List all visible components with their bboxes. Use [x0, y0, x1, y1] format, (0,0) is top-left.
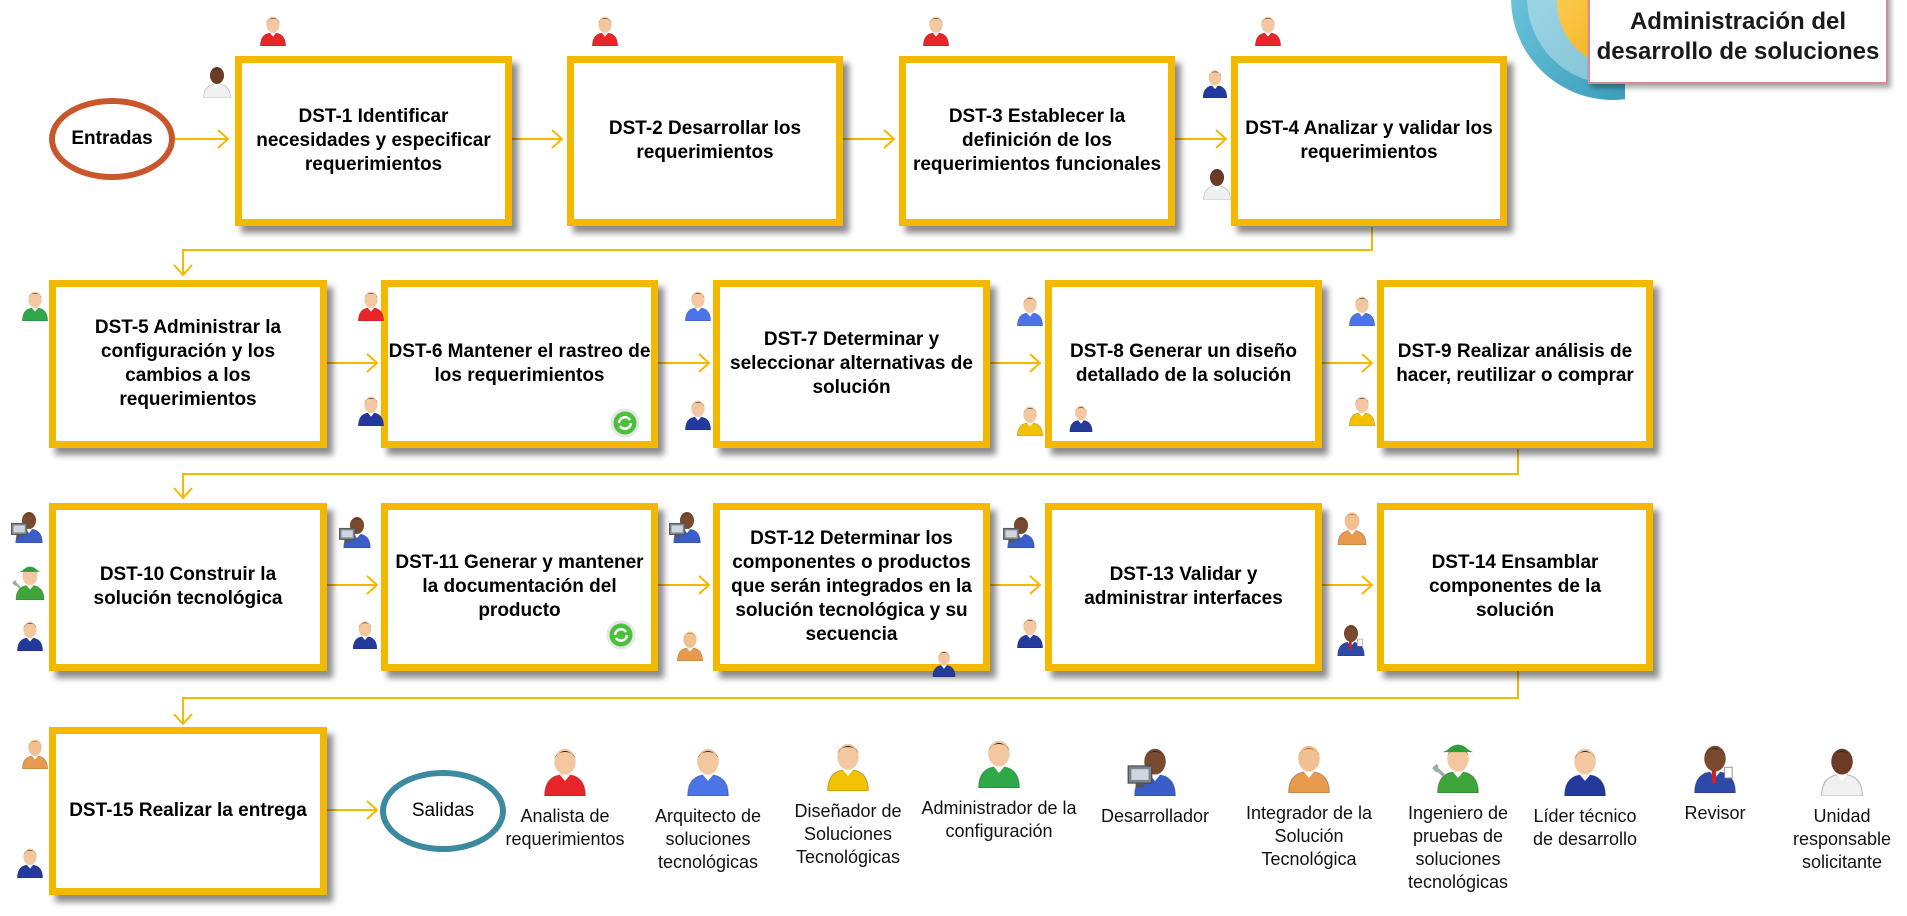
test-engineer-icon — [10, 560, 50, 605]
architect-icon — [1344, 290, 1380, 331]
developer-icon — [10, 505, 48, 548]
legend-item-integrador: Integrador de la Solución Tecnológica — [1228, 735, 1390, 871]
step-label: DST-11 Generar y mantener la documentaci… — [395, 551, 644, 622]
legend-item-revisor: Revisor — [1660, 735, 1770, 825]
analyst-icon — [587, 10, 623, 51]
legend-label: Ingeniero de pruebas de soluciones tecno… — [1407, 803, 1509, 893]
analyst-icon — [1250, 10, 1286, 51]
step-dst-14: DST-14 Ensamblar componentes de la soluc… — [1377, 503, 1653, 671]
step-label: DST-12 Determinar los componentes o prod… — [731, 527, 972, 646]
tech-lead-icon — [1012, 612, 1048, 653]
tech-lead-icon — [680, 394, 716, 435]
step-label: DST-8 Generar un diseño detallado de la … — [1070, 340, 1297, 386]
tech-lead-icon — [12, 615, 48, 656]
legend-label: Unidad responsable solicitante — [1792, 806, 1892, 873]
step-label: DST-6 Mantener el rastreo de los requeri… — [388, 340, 651, 386]
legend-item-administrador: Administrador de la configuración — [918, 730, 1080, 843]
step-dst-10: DST-10 Construir la solución tecnológica — [49, 503, 327, 671]
step-dst-4: DST-4 Analizar y validar los requerimien… — [1231, 56, 1507, 226]
designer-icon — [1012, 400, 1048, 441]
legend-item-analista: Analista de requerimientos — [490, 738, 640, 851]
test-engineer-icon — [1388, 735, 1528, 798]
step-dst-8: DST-8 Generar un diseño detallado de la … — [1045, 280, 1322, 448]
output-terminal-label: Salidas — [411, 800, 475, 821]
legend-label: Diseñador de Soluciones Tecnológicas — [794, 801, 902, 868]
step-label: DST-2 Desarrollar los requerimientos — [608, 117, 802, 163]
tech-lead-icon — [353, 390, 389, 431]
legend-item-disenador: Diseñador de Soluciones Tecnológicas — [778, 733, 918, 869]
architect-icon — [1012, 290, 1048, 331]
refresh-icon — [606, 620, 636, 650]
developer-icon — [1002, 510, 1040, 553]
step-label: DST-13 Validar y administrar interfaces — [1084, 563, 1283, 609]
step-dst-13: DST-13 Validar y administrar interfaces — [1045, 503, 1322, 671]
legend-label: Integrador de la Solución Tecnológica — [1245, 803, 1373, 870]
step-label: DST-9 Realizar análisis de hacer, reutil… — [1396, 340, 1634, 386]
integrator-icon — [1228, 735, 1390, 798]
legend-label: Arquitecto de soluciones tecnológicas — [654, 806, 762, 873]
designer-icon — [1344, 390, 1380, 431]
step-dst-1: DST-1 Identificar necesidades y especifi… — [235, 56, 512, 226]
config-admin-icon — [918, 730, 1080, 793]
requesting-unit-icon — [1198, 162, 1236, 205]
input-terminal: Entradas — [49, 98, 175, 180]
legend-label: Administrador de la configuración — [921, 798, 1077, 842]
step-label: DST-5 Administrar la configuración y los… — [94, 316, 282, 411]
step-label: DST-4 Analizar y validar los requerimien… — [1245, 117, 1493, 163]
requesting-unit-icon — [1780, 738, 1904, 801]
legend-item-ingeniero: Ingeniero de pruebas de soluciones tecno… — [1388, 735, 1528, 894]
diagram-title: Administración del desarrollo de solucio… — [1588, 0, 1888, 84]
tech-lead-icon — [12, 842, 48, 883]
step-label: DST-3 Establecer la definición de los re… — [912, 105, 1162, 176]
reviewer-icon — [1660, 735, 1770, 798]
developer-icon — [338, 510, 376, 553]
reviewer-icon — [1332, 618, 1370, 661]
step-label: DST-10 Construir la solución tecnológica — [93, 563, 283, 609]
step-dst-12: DST-12 Determinar los componentes o prod… — [713, 503, 990, 671]
architect-icon — [638, 738, 778, 801]
integrator-icon — [17, 733, 53, 774]
architect-icon — [680, 285, 716, 326]
designer-icon — [778, 733, 918, 796]
legend-item-arquitecto: Arquitecto de soluciones tecnológicas — [638, 738, 778, 874]
tech-lead-icon — [928, 645, 960, 682]
output-terminal: Salidas — [380, 770, 506, 852]
legend-label: Analista de requerimientos — [505, 806, 625, 850]
analyst-icon — [353, 285, 389, 326]
step-label: DST-15 Realizar la entrega — [69, 799, 307, 821]
step-dst-7: DST-7 Determinar y seleccionar alternati… — [713, 280, 990, 448]
analyst-icon — [918, 10, 954, 51]
integrator-icon — [672, 625, 708, 666]
analyst-icon — [255, 10, 291, 51]
legend-item-unidad: Unidad responsable solicitante — [1780, 738, 1904, 874]
step-dst-15: DST-15 Realizar la entrega — [49, 727, 327, 895]
step-dst-2: DST-2 Desarrollar los requerimientos — [567, 56, 843, 226]
tech-lead-icon — [348, 615, 382, 654]
tech-lead-icon — [1065, 400, 1097, 437]
tech-lead-icon — [1525, 738, 1645, 801]
requesting-unit-icon — [198, 60, 236, 103]
refresh-icon — [610, 408, 640, 438]
developer-icon — [1085, 738, 1225, 801]
config-admin-icon — [17, 285, 53, 326]
integrator-icon — [1332, 505, 1372, 550]
analyst-icon — [490, 738, 640, 801]
step-dst-3: DST-3 Establecer la definición de los re… — [899, 56, 1175, 226]
step-dst-9: DST-9 Realizar análisis de hacer, reutil… — [1377, 280, 1653, 448]
legend-item-lider: Líder técnico de desarrollo — [1525, 738, 1645, 851]
step-label: DST-7 Determinar y seleccionar alternati… — [730, 328, 973, 399]
input-terminal-label: Entradas — [71, 128, 153, 149]
legend-item-desarrollador: Desarrollador — [1085, 738, 1225, 828]
step-label: DST-14 Ensamblar componentes de la soluc… — [1428, 551, 1602, 622]
step-label: DST-1 Identificar necesidades y especifi… — [256, 105, 491, 176]
tech-lead-icon — [1198, 64, 1232, 103]
legend-label: Revisor — [1684, 803, 1746, 823]
step-dst-5: DST-5 Administrar la configuración y los… — [49, 280, 327, 448]
legend-label: Líder técnico de desarrollo — [1532, 806, 1638, 850]
legend-label: Desarrollador — [1100, 806, 1210, 826]
developer-icon — [668, 505, 706, 548]
